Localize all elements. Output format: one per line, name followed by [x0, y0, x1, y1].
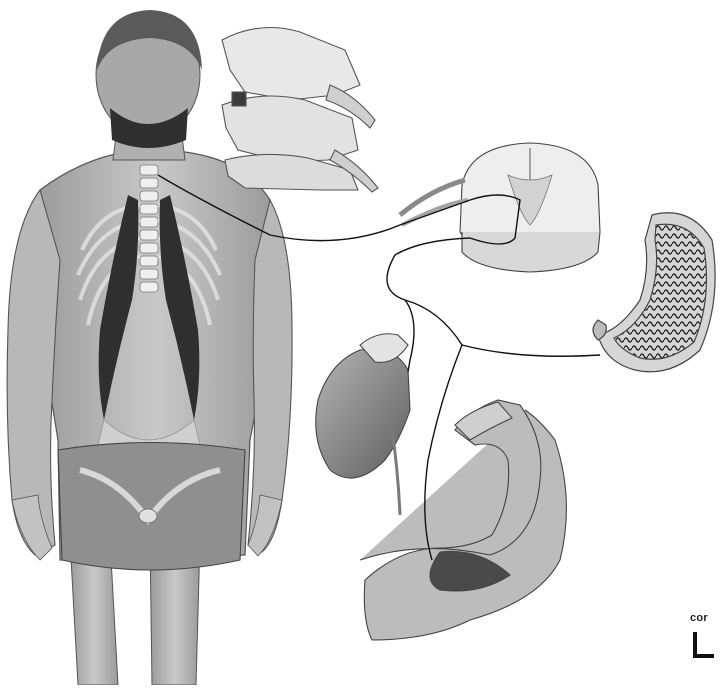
corner-bracket-icon: [692, 630, 716, 660]
stomach: [593, 213, 715, 372]
corner-label: cor: [690, 612, 708, 624]
kidney-with-adrenal: [316, 334, 410, 515]
cervical-vertebrae: [222, 28, 378, 193]
spinal-cord-section: [400, 143, 600, 272]
